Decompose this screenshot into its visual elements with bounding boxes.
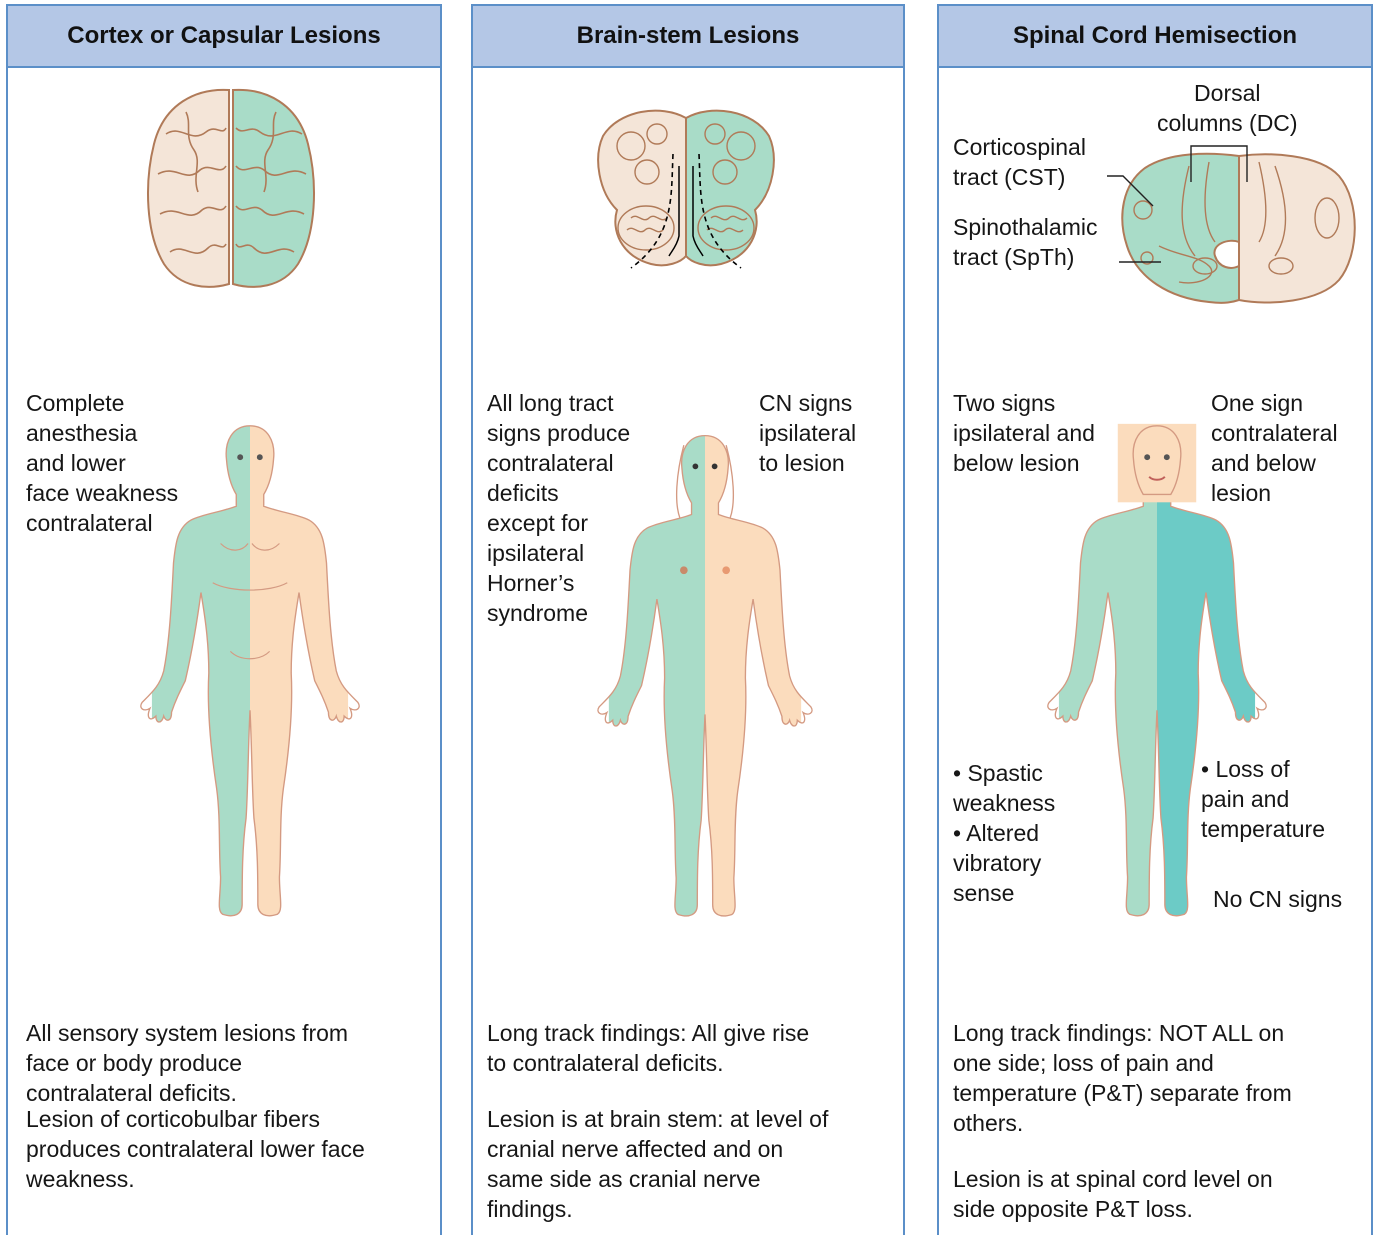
footer-paragraph-1: Long track findings: NOT ALL on one side… <box>953 1018 1292 1138</box>
male-body-figure-hemisection <box>1027 416 1287 926</box>
footer-paragraph-1: Long track findings: All give rise to co… <box>487 1018 809 1078</box>
panel-spinal-cord: Spinal Cord Hemisection Dorsal columns (… <box>937 4 1373 1235</box>
male-body-figure-split <box>120 416 380 926</box>
bullet-vibratory-sense: • Altered vibratory sense <box>953 818 1041 908</box>
female-body-figure-split <box>575 426 835 926</box>
footer-paragraph-2: Lesion is at brain stem: at level of cra… <box>487 1104 828 1224</box>
brainstem-cross-section-illustration <box>591 106 781 276</box>
panel-title: Cortex or Capsular Lesions <box>8 6 440 68</box>
no-cn-signs-note: No CN signs <box>1213 884 1342 914</box>
footer-paragraph-2: Lesion of corticobulbar fibers produces … <box>26 1104 365 1194</box>
footer-paragraph-1: All sensory system lesions from face or … <box>26 1018 348 1108</box>
panel-title: Brain-stem Lesions <box>473 6 903 68</box>
brain-top-view-illustration <box>136 84 326 294</box>
bullet-spastic-weakness: • Spastic weakness <box>953 758 1055 818</box>
panel-brainstem: Brain-stem Lesions All long tract signs … <box>471 4 905 1235</box>
footer-paragraph-2: Lesion is at spinal cord level on side o… <box>953 1164 1273 1224</box>
panel-cortex: Cortex or Capsular Lesions Complete anes… <box>6 4 442 1235</box>
bullet-pain-temperature: • Loss of pain and temperature <box>1201 754 1325 844</box>
pointer-lines <box>939 6 1375 326</box>
